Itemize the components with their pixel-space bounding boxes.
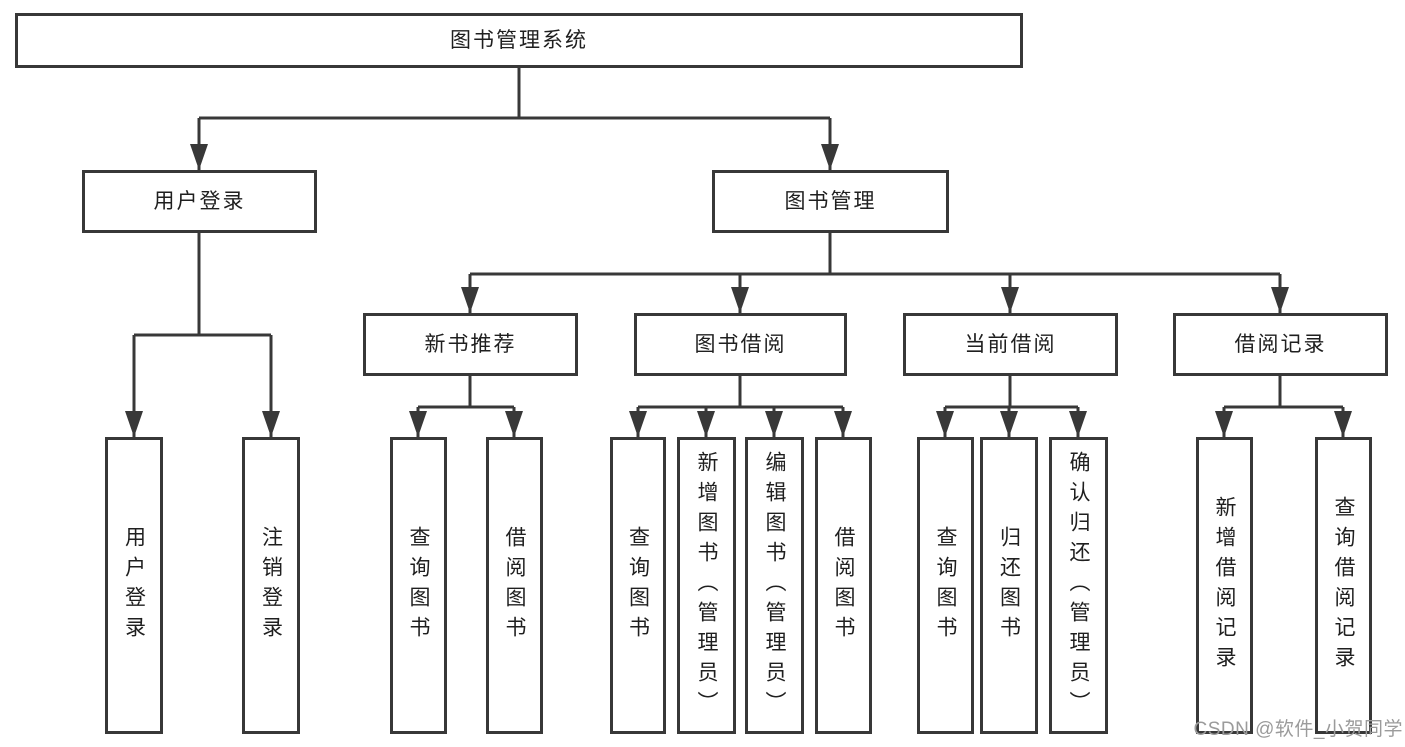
leaf-add-borrow-record: 新增借阅记录 xyxy=(1196,437,1253,734)
node-label: 借阅记录 xyxy=(1234,333,1327,356)
leaf-edit-books-admin: 编辑图书（管理员） xyxy=(745,437,804,734)
node-label: 查询图书 xyxy=(934,525,957,646)
node-label: 新增借阅记录 xyxy=(1213,495,1236,676)
node-book-management: 图书管理 xyxy=(712,170,949,233)
leaf-logout: 注销登录 xyxy=(242,437,300,734)
node-label: 新书推荐 xyxy=(424,333,517,356)
node-label: 借阅图书 xyxy=(503,525,526,646)
node-label: 查询借阅记录 xyxy=(1332,495,1355,676)
node-user-login: 用户登录 xyxy=(82,170,317,233)
node-label: 编辑图书（管理员） xyxy=(763,450,786,721)
node-label: 新增图书（管理员） xyxy=(695,450,718,721)
node-label: 用户登录 xyxy=(153,190,246,213)
node-label: 查询图书 xyxy=(626,525,650,646)
node-new-book-recommendation: 新书推荐 xyxy=(363,313,578,376)
leaf-borrow-books-recommend: 借阅图书 xyxy=(486,437,543,734)
leaf-return-books: 归还图书 xyxy=(980,437,1038,734)
leaf-query-books-recommend: 查询图书 xyxy=(390,437,447,734)
node-label: 图书管理系统 xyxy=(450,29,588,52)
node-label: 图书管理 xyxy=(784,190,877,213)
node-label: 用户登录 xyxy=(122,525,146,646)
leaf-borrow-books: 借阅图书 xyxy=(815,437,872,734)
leaf-query-borrow-record: 查询借阅记录 xyxy=(1315,437,1372,734)
node-label: 注销登录 xyxy=(259,525,283,646)
leaf-query-books-current: 查询图书 xyxy=(917,437,974,734)
node-current-borrowing: 当前借阅 xyxy=(903,313,1118,376)
node-label: 确认归还（管理员） xyxy=(1067,450,1090,721)
node-root-library-system: 图书管理系统 xyxy=(15,13,1023,68)
leaf-confirm-return-admin: 确认归还（管理员） xyxy=(1049,437,1108,734)
node-label: 归还图书 xyxy=(997,525,1021,646)
node-label: 查询图书 xyxy=(407,525,430,646)
node-borrowing-records: 借阅记录 xyxy=(1173,313,1388,376)
node-book-borrowing: 图书借阅 xyxy=(634,313,847,376)
leaf-query-books-borrow: 查询图书 xyxy=(610,437,666,734)
csdn-watermark: CSDN @软件_小贺同学 xyxy=(1193,719,1403,740)
node-label: 当前借阅 xyxy=(964,333,1057,356)
node-label: 借阅图书 xyxy=(832,525,855,646)
leaf-user-login: 用户登录 xyxy=(105,437,163,734)
node-label: 图书借阅 xyxy=(694,333,787,356)
leaf-add-books-admin: 新增图书（管理员） xyxy=(677,437,736,734)
